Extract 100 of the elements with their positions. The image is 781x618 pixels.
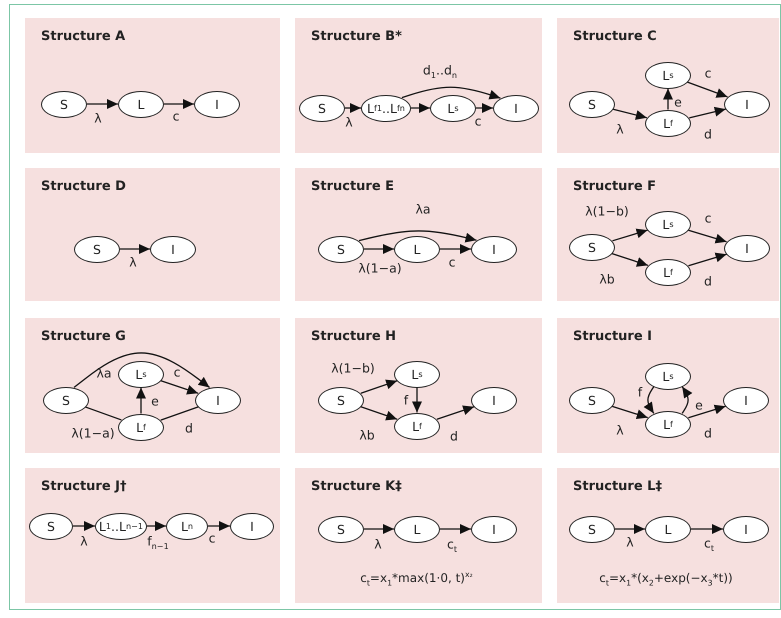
arrow xyxy=(440,524,471,534)
arrow xyxy=(364,524,394,534)
structure-panel xyxy=(557,168,779,301)
arrow xyxy=(160,380,198,394)
state-ellipse: I xyxy=(724,90,770,118)
structure-panel xyxy=(25,318,280,453)
arrow xyxy=(87,99,118,109)
state-ellipse: S xyxy=(318,236,364,262)
panel-heading: Structure G xyxy=(41,329,126,344)
arrow xyxy=(615,524,645,534)
structure-panel xyxy=(557,318,779,453)
state-ellipse: L xyxy=(394,236,440,262)
arrow xyxy=(663,88,673,110)
structure-panel xyxy=(25,168,280,301)
arrow xyxy=(476,103,493,113)
panel-heading: Structure A xyxy=(41,29,126,44)
structure-panel xyxy=(295,168,542,301)
arrow xyxy=(687,82,728,98)
arrow xyxy=(612,252,648,267)
arrow xyxy=(360,380,398,394)
state-ellipse: I xyxy=(230,512,274,540)
panel-heading: Structure J† xyxy=(41,479,127,494)
edge-label: c xyxy=(448,254,456,270)
state-ellipse: L xyxy=(118,90,164,118)
arrow xyxy=(164,99,194,109)
edge-label: λ xyxy=(616,422,624,438)
arrow xyxy=(411,103,430,113)
connector-line xyxy=(85,406,122,421)
arrow xyxy=(360,406,398,420)
edge-label: c xyxy=(208,530,216,546)
edge-label: c xyxy=(704,210,712,226)
arrow xyxy=(147,521,166,531)
arrow xyxy=(436,406,474,420)
arrow xyxy=(120,244,150,254)
state-ellipse: S xyxy=(569,516,615,542)
state-ellipse: I xyxy=(195,386,241,414)
arrow xyxy=(688,230,727,244)
state-ellipse: S xyxy=(318,516,364,542)
state-ellipse: S xyxy=(569,234,615,260)
edge-label: d xyxy=(704,126,712,142)
edge-label: f xyxy=(638,384,642,400)
panel-heading: Structure D xyxy=(41,179,126,194)
edge-label: d xyxy=(704,274,712,288)
structure-panel xyxy=(295,18,542,153)
edge-label: c xyxy=(474,114,482,128)
state-ellipse: S xyxy=(569,90,615,118)
edge-label: λ xyxy=(80,534,88,548)
structure-panel xyxy=(25,468,280,603)
formula: c$_{t}$=x$_{1}$*(x$_{2}$+exp(−x$_{3}$*t)) xyxy=(599,571,733,585)
state-ellipse: I xyxy=(471,516,517,542)
state-ellipse: I xyxy=(724,234,770,262)
panel-heading: Structure L‡ xyxy=(573,479,662,494)
state-ellipse: L xyxy=(645,516,691,542)
arrow xyxy=(612,228,648,242)
arrow xyxy=(688,252,727,266)
arrow xyxy=(208,521,230,531)
state-ellipse: I xyxy=(723,516,769,542)
edge-label: d xyxy=(185,420,193,436)
panel-heading: Structure E xyxy=(311,179,394,194)
edge-label: λ(1−b) xyxy=(585,204,629,218)
arrow xyxy=(612,406,648,420)
edge-label: λb xyxy=(599,272,615,286)
arrow xyxy=(402,86,501,100)
edge-label: λ xyxy=(626,534,634,550)
edge-label: c$_{t}$ xyxy=(704,536,714,550)
edge-label: λ xyxy=(374,536,382,552)
panel-heading: Structure K‡ xyxy=(311,479,402,494)
structure-panel xyxy=(557,18,779,153)
arrow xyxy=(73,521,95,531)
panel-heading: Structure B* xyxy=(311,29,402,44)
arrow xyxy=(358,230,477,242)
panel-heading: Structure I xyxy=(573,329,652,344)
edge-label: λ xyxy=(616,122,624,136)
state-ellipse: I xyxy=(471,236,517,262)
arrow xyxy=(136,388,146,414)
connector-line xyxy=(160,406,198,421)
state-ellipse: I xyxy=(723,386,769,414)
arrow xyxy=(691,524,723,534)
arrow xyxy=(440,244,471,254)
state-ellipse: I xyxy=(194,90,240,118)
structure-panel xyxy=(295,318,542,453)
edge-label: d xyxy=(704,426,712,440)
state-ellipse: S xyxy=(41,90,87,118)
state-ellipse: S xyxy=(318,386,364,414)
structure-panel xyxy=(25,18,280,153)
edge-label: λa xyxy=(96,366,112,380)
state-ellipse: I xyxy=(471,386,517,414)
state-ellipse: S xyxy=(74,236,120,262)
arrow xyxy=(688,404,726,418)
state-ellipse: L xyxy=(394,516,440,542)
edge-label: c xyxy=(172,108,180,124)
formula: c$_{t}$=x$_{1}$*max(1·0, t)$^{x₂}$ xyxy=(360,571,473,585)
edge-label: d$_{1}$..d$_{n}$ xyxy=(422,62,458,78)
edge-label: λ xyxy=(129,254,137,270)
panel-heading: Structure C xyxy=(573,29,657,44)
edge-label: λ(1−b) xyxy=(331,360,375,376)
arrow xyxy=(613,108,647,120)
arrow xyxy=(364,244,394,254)
state-ellipse: S xyxy=(43,386,89,414)
edge-label: e xyxy=(674,94,682,110)
